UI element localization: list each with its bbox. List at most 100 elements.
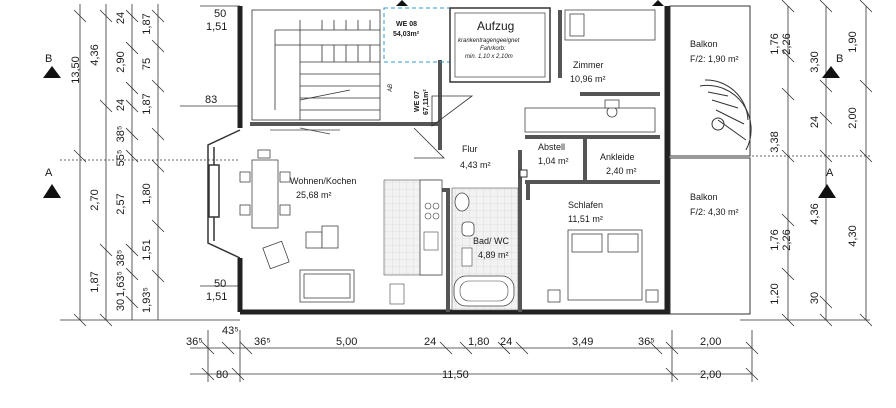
schlafen-area: 11,51 m²	[568, 214, 603, 224]
right-dimension-chains	[740, 0, 873, 327]
dim-left-outer-3: 2,70	[89, 189, 101, 210]
dim-top-151: 1,51	[206, 21, 227, 33]
we07-label: WE 07	[414, 91, 421, 112]
dim-left-inner-4: 1,80	[141, 183, 153, 204]
flur-name: Flur	[462, 144, 478, 154]
stairwell	[251, 9, 381, 121]
ankleide-area: 2,40 m²	[606, 166, 637, 176]
small-dims-left	[180, 5, 240, 287]
wohnen-name: Wohnen/Kochen	[290, 176, 356, 186]
dim-left-mid-8: 1,63⁵	[115, 271, 127, 297]
dim-left-outer-2: 4,36	[89, 44, 101, 65]
svg-text:B: B	[45, 53, 52, 65]
dim-bot-2: 43⁵	[222, 325, 239, 337]
dim-bot-50: 50	[214, 278, 226, 290]
dim-right-c2: 2,00	[847, 107, 859, 128]
kitchen-counter	[383, 179, 443, 305]
dim-right-b4: 30	[809, 292, 821, 304]
dim-bot-10: 2,00	[700, 336, 721, 348]
dim-right-b1: 3,30	[809, 51, 821, 72]
svg-text:A: A	[826, 167, 834, 179]
bathroom	[451, 187, 519, 311]
svg-text:A: A	[45, 167, 53, 179]
balcony-bottom	[669, 157, 751, 315]
dim-bot-3: 36⁵	[254, 336, 271, 348]
window-top-living	[270, 127, 340, 135]
left-dim-texts: 13,50 4,36 2,70 1,87 24 2,90 24 38⁵ 55⁵ …	[70, 12, 153, 313]
section-marker-a-right: A	[818, 167, 836, 198]
elevator-shaft	[449, 7, 551, 83]
right-dim-texts: 1,76 2,26 3,38 1,76 2,26 1,20 3,30 24 4,…	[769, 31, 859, 304]
dim-bot2-2: 11,50	[442, 369, 469, 381]
dim-right-c3: 4,30	[847, 225, 859, 246]
schlafen-name: Schlafen	[568, 200, 603, 210]
dim-left-inner-6: 1,93⁵	[141, 287, 153, 313]
dim-bot-4: 5,00	[336, 336, 357, 348]
balkon-bottom-name: Balkon	[690, 192, 718, 202]
bay-window	[207, 129, 241, 259]
zimmer-name: Zimmer	[573, 60, 604, 70]
bed	[547, 229, 659, 303]
dim-top-50: 50	[214, 8, 226, 20]
dim-left-mid-1: 24	[115, 12, 127, 24]
dim-right-b2: 24	[809, 116, 821, 128]
balkon-bottom-area: F/2: 4,30 m²	[690, 207, 739, 217]
section-marker-a-left: A	[43, 167, 61, 198]
dim-left-outer-4: 1,87	[89, 271, 101, 292]
dim-bot-7: 24	[500, 336, 512, 348]
top-arrow-left	[396, 0, 408, 6]
we08-label: WE 08	[396, 21, 417, 28]
dim-83: 83	[205, 94, 217, 106]
dim-left-inner-2: 75	[141, 58, 153, 70]
dim-right-a3: 3,38	[769, 131, 781, 152]
dim-left-mid-5: 55⁵	[115, 150, 127, 167]
dining-table	[239, 149, 291, 229]
dim-left-mid-4: 38⁵	[115, 126, 127, 143]
top-arrow-right	[652, 0, 664, 6]
elevator-line2: Fahrkorb:	[480, 46, 506, 52]
dim-left-mid-3: 24	[115, 99, 127, 111]
elevator-line3: min. 1,10 x 2,10m	[465, 54, 513, 60]
dim-bot-151: 1,51	[206, 291, 227, 303]
elevator-line1: krankentragengeeignet	[458, 38, 520, 44]
interior-walls	[250, 10, 660, 312]
left-dimension-chains	[60, 4, 240, 327]
we08-area: 54,03m²	[393, 31, 420, 38]
balkon-top-area: F/2: 1,90 m²	[690, 54, 739, 64]
dim-right-a4: 1,76	[769, 229, 781, 250]
abstell-area: 1,04 m²	[538, 156, 569, 166]
dim-bot-8: 3,49	[572, 336, 593, 348]
section-marker-b-right: B	[822, 53, 843, 78]
dim-left-mid-6: 2,57	[115, 193, 127, 214]
dim-left-outer-1: 13,50	[70, 56, 82, 84]
svg-text:B: B	[836, 53, 843, 65]
dim-left-inner-1: 1,87	[141, 13, 153, 34]
dim-right-a6: 1,20	[769, 283, 781, 304]
we07-area: 67,11m²	[423, 89, 430, 115]
dim-bot2-3: 2,00	[700, 369, 721, 381]
zimmer-area: 10,96 m²	[570, 74, 606, 84]
abstell-name: Abstell	[538, 142, 565, 152]
ankleide-name: Ankleide	[600, 152, 635, 162]
dim-left-mid-9: 30	[115, 299, 127, 311]
dim-bot2-1: 80	[216, 369, 228, 381]
exterior-walls	[237, 6, 670, 315]
balkon-top-name: Balkon	[690, 39, 718, 49]
dim-right-a2: 2,26	[781, 33, 793, 54]
balcony-top	[669, 5, 752, 157]
bottom-dimension-lines	[190, 330, 759, 382]
wohnen-area: 25,68 m²	[296, 190, 332, 200]
dim-bot-6: 1,80	[468, 336, 489, 348]
entry-wedge	[413, 95, 474, 159]
dim-right-a1: 1,76	[769, 33, 781, 54]
bottom-dim-texts: 36⁵ 43⁵ 36⁵ 5,00 24 1,80 24 3,49 36⁵ 2,0…	[186, 325, 721, 381]
flur-area: 4,43 m²	[460, 160, 491, 170]
dim-right-c1: 1,90	[847, 31, 859, 52]
dim-bot-1: 36⁵	[186, 336, 203, 348]
dim-left-inner-5: 1,51	[141, 239, 153, 260]
abstell-marker	[519, 169, 528, 178]
dim-bot-5: 24	[424, 336, 436, 348]
stair-arrow-label: AB	[388, 84, 394, 93]
bad-area: 4,89 m²	[478, 250, 509, 260]
